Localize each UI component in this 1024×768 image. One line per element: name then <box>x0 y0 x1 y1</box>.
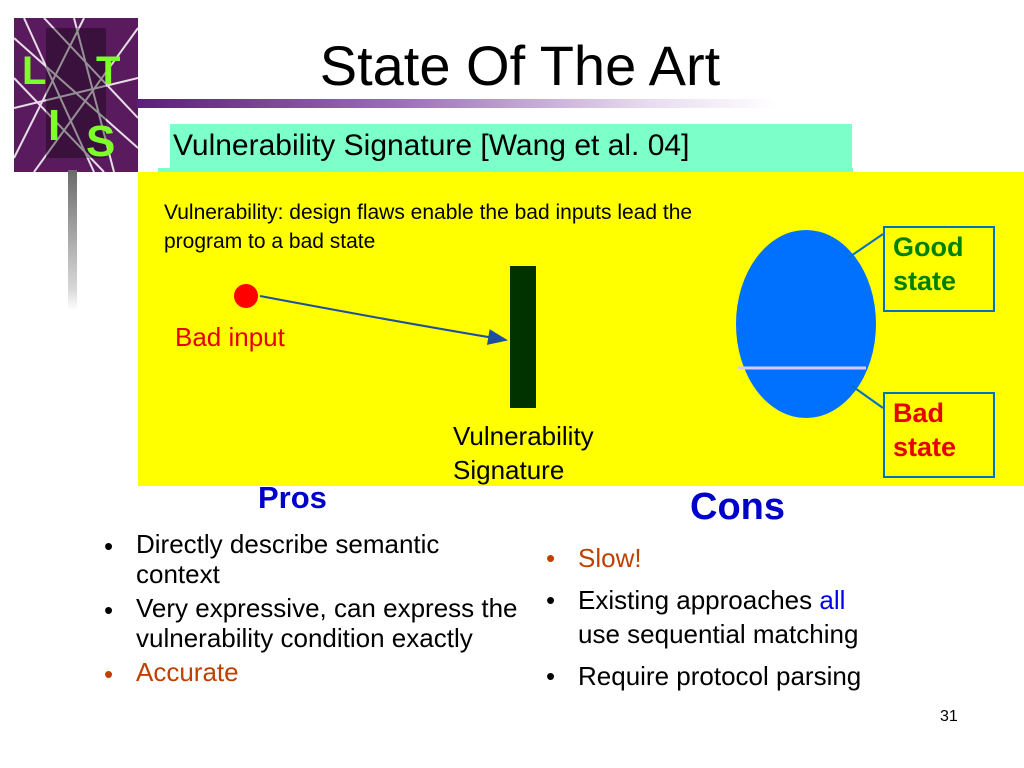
pros-item: • Accurate <box>98 657 528 689</box>
cons-item-text-after: use sequential matching <box>578 619 859 649</box>
slide-title: State Of The Art <box>319 34 721 97</box>
pros-item: • Directly describe semantic context <box>98 529 528 589</box>
bullet-icon: • <box>104 595 114 625</box>
logo-shadow <box>68 170 77 310</box>
signature-label-line1: Vulnerability <box>453 421 594 451</box>
cons-item-text: Slow! <box>578 543 642 573</box>
pros-item: • Very expressive, can express the vulne… <box>98 593 528 653</box>
svg-text:T: T <box>96 49 120 93</box>
pros-item-text: Very expressive, can express the vulnera… <box>136 593 518 653</box>
bullet-icon: • <box>104 531 114 561</box>
bad-state-line2: state <box>893 432 957 462</box>
bad-input-label: Bad input <box>175 322 285 352</box>
cons-item-text: Require protocol parsing <box>578 661 862 691</box>
diagram-graphics <box>234 230 884 418</box>
svg-text:L: L <box>22 49 46 93</box>
vulnerability-definition: Vulnerability: design flaws enable the b… <box>164 201 693 253</box>
cons-item: • Slow! <box>540 541 980 575</box>
input-arrow <box>259 295 508 345</box>
vulnerability-diagram: Vulnerability: design flaws enable the b… <box>138 172 1024 486</box>
cons-heading: Cons <box>690 486 785 528</box>
title-divider <box>137 99 777 108</box>
cons-item: • Require protocol parsing <box>540 659 980 693</box>
vulnerability-signature-bar <box>510 266 536 408</box>
svg-text:I: I <box>48 101 60 150</box>
signature-label: Vulnerability Signature <box>453 419 594 487</box>
bullet-icon: • <box>546 585 556 615</box>
cons-item-highlight: all <box>819 585 846 615</box>
bullet-icon: • <box>546 661 556 691</box>
signature-label-line2: Signature <box>453 455 565 485</box>
bad-state-box: Bad state <box>883 392 995 478</box>
good-state-pointer <box>847 233 884 259</box>
bullet-icon: • <box>546 543 556 573</box>
program-state-ellipse <box>736 230 876 418</box>
bad-state-pointer <box>851 385 884 409</box>
svg-text:S: S <box>86 117 115 166</box>
slide-subtitle: Vulnerability Signature [Wang et al. 04] <box>170 124 852 168</box>
pros-list: • Directly describe semantic context • V… <box>98 529 528 691</box>
good-state-line1: Good <box>893 232 964 262</box>
ist-logo-icon: L T I S <box>13 17 139 173</box>
pros-item-text: Accurate <box>136 657 239 687</box>
subtitle-underlay <box>158 168 853 172</box>
bullet-icon: • <box>104 659 114 689</box>
good-state-line2: state <box>893 266 957 296</box>
pros-heading: Pros <box>258 480 327 515</box>
cons-item-text-before: Existing approaches <box>578 585 820 615</box>
page-number: 31 <box>940 708 958 725</box>
pros-item-text: Directly describe semantic context <box>136 529 440 589</box>
cons-list: • Slow! • Existing approaches all use seq… <box>540 541 980 701</box>
good-state-box: Good state <box>883 226 995 312</box>
cons-item: • Existing approaches all use sequential … <box>540 583 980 651</box>
bad-input-dot <box>234 284 258 308</box>
bad-state-line1: Bad <box>893 398 945 428</box>
